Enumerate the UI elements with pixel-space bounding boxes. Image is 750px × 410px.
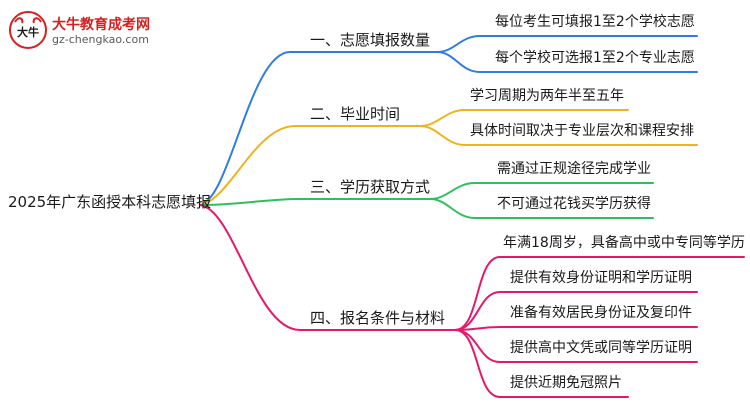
connector-root-branch-2 [199,125,421,206]
connector-root-branch-3 [199,198,431,206]
connector-branch-4-leaf-1 [454,256,745,331]
branch-4-leaf-4: 提供高中文凭或同等学历证明 [510,340,692,356]
branch-2-leaf-1: 学习周期为两年半至五年 [470,88,624,104]
branch-3-leaf-1: 需通过正规途径完成学业 [497,161,651,177]
logo-site-name: 大牛教育成考网 [52,17,150,33]
branch-1-leaf-2: 每个学校可选报1至2个专业志愿 [495,50,695,66]
branch-1-label: 一、志愿填报数量 [310,31,431,49]
connector-branch-1-leaf-2 [436,51,698,73]
branch-3-label: 三、学历获取方式 [310,178,431,196]
branch-2-label: 二、毕业时间 [310,105,401,123]
connector-branch-4-leaf-2 [454,291,698,331]
branch-4-leaf-5: 提供近期免冠照片 [510,375,622,391]
branch-4-leaf-3: 准备有效居民身份证及复印件 [510,305,692,321]
logo-site-url: gz-chengkao.com [52,33,149,46]
connector-branch-2-leaf-2 [419,125,698,146]
branch-3-leaf-2: 不可通过花钱买学历获得 [497,196,651,212]
connector-root-branch-1 [199,51,438,206]
connector-branch-3-leaf-1 [429,182,654,200]
branch-4-label: 四、报名条件与材料 [310,309,446,327]
logo-mark-text: 大牛 [17,25,39,39]
connector-branch-1-leaf-1 [436,35,698,53]
branch-1-leaf-1: 每位考生可填报1至2个学校志愿 [495,14,695,30]
site-logo[interactable]: 大牛 大牛教育成考网 gz-chengkao.com [8,10,178,50]
connector-branch-2-leaf-1 [419,109,629,127]
connector-branch-4-leaf-3 [454,326,698,331]
mindmap-root: 2025年广东函授本科志愿填报 [8,193,212,211]
bull-logo-icon: 大牛 [9,11,47,49]
connector-root-branch-4 [199,204,456,331]
connector-branch-3-leaf-2 [429,198,654,219]
branch-4-leaf-2: 提供有效身份证明和学历证明 [510,270,692,286]
branch-4-leaf-1: 年满18周岁，具备高中或中专同等学历 [503,235,745,251]
branch-2-leaf-2: 具体时间取决于专业层次和课程安排 [470,123,694,139]
connector-branch-4-leaf-5 [454,329,629,398]
